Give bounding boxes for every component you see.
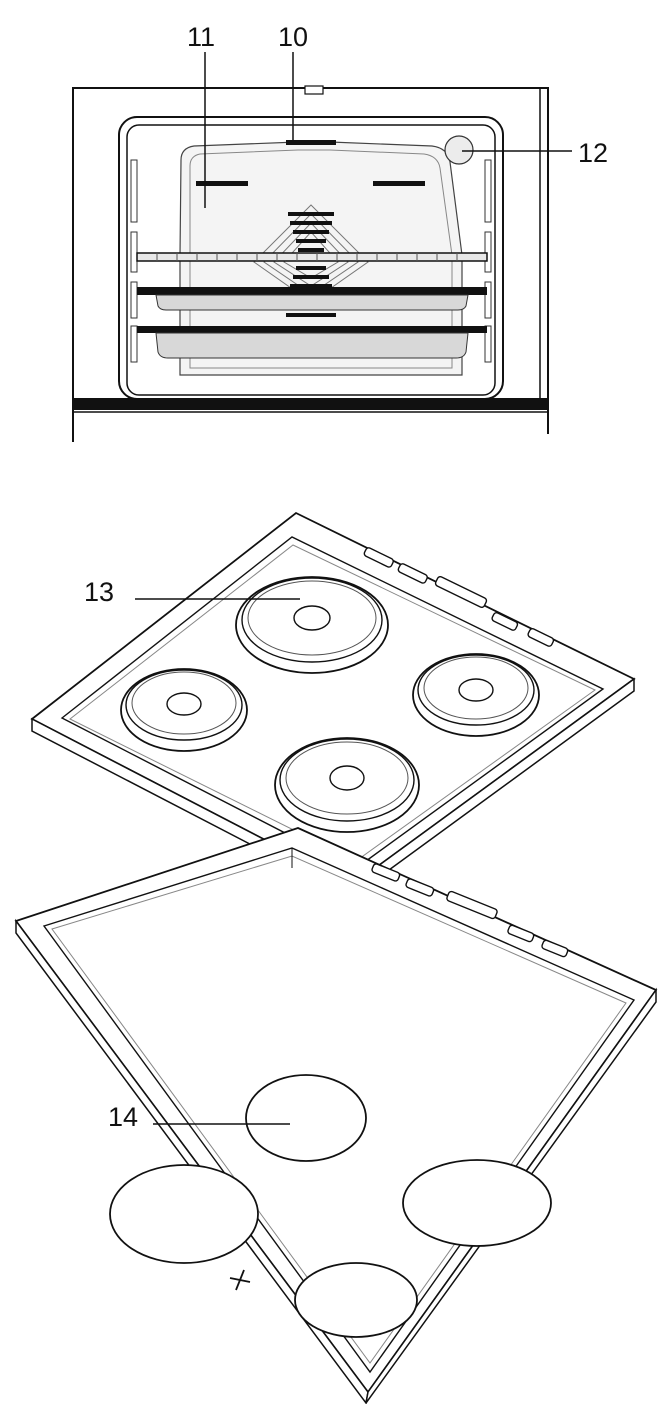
oven-cavity-illustration <box>72 85 549 442</box>
callout-11-label: 11 <box>187 22 215 52</box>
callout-12-label: 12 <box>578 138 608 168</box>
callout-11: 11 <box>187 22 215 208</box>
hotplate-rear-left <box>235 576 389 674</box>
cooking-zone-rear-right <box>402 1159 552 1247</box>
callout-14-label: 14 <box>108 1102 138 1132</box>
cooking-zone-rear-left <box>245 1074 367 1162</box>
hob-ceramic-illustration <box>14 827 658 1404</box>
callout-10: 10 <box>278 22 308 140</box>
cooking-zone-front-left <box>109 1164 259 1264</box>
callout-13-label: 13 <box>84 577 114 607</box>
cooking-zone-front-right <box>294 1262 418 1338</box>
hob-hotplates-illustration <box>30 511 636 899</box>
callout-10-label: 10 <box>278 22 308 52</box>
callout-12: 12 <box>462 138 608 168</box>
hotplate-front-right <box>274 737 420 833</box>
callout-14: 14 <box>108 1102 290 1132</box>
hotplate-rear-right <box>412 653 540 737</box>
hotplate-front-left <box>120 668 248 752</box>
callout-13: 13 <box>84 577 300 607</box>
cross-mark-icon <box>229 1269 251 1291</box>
